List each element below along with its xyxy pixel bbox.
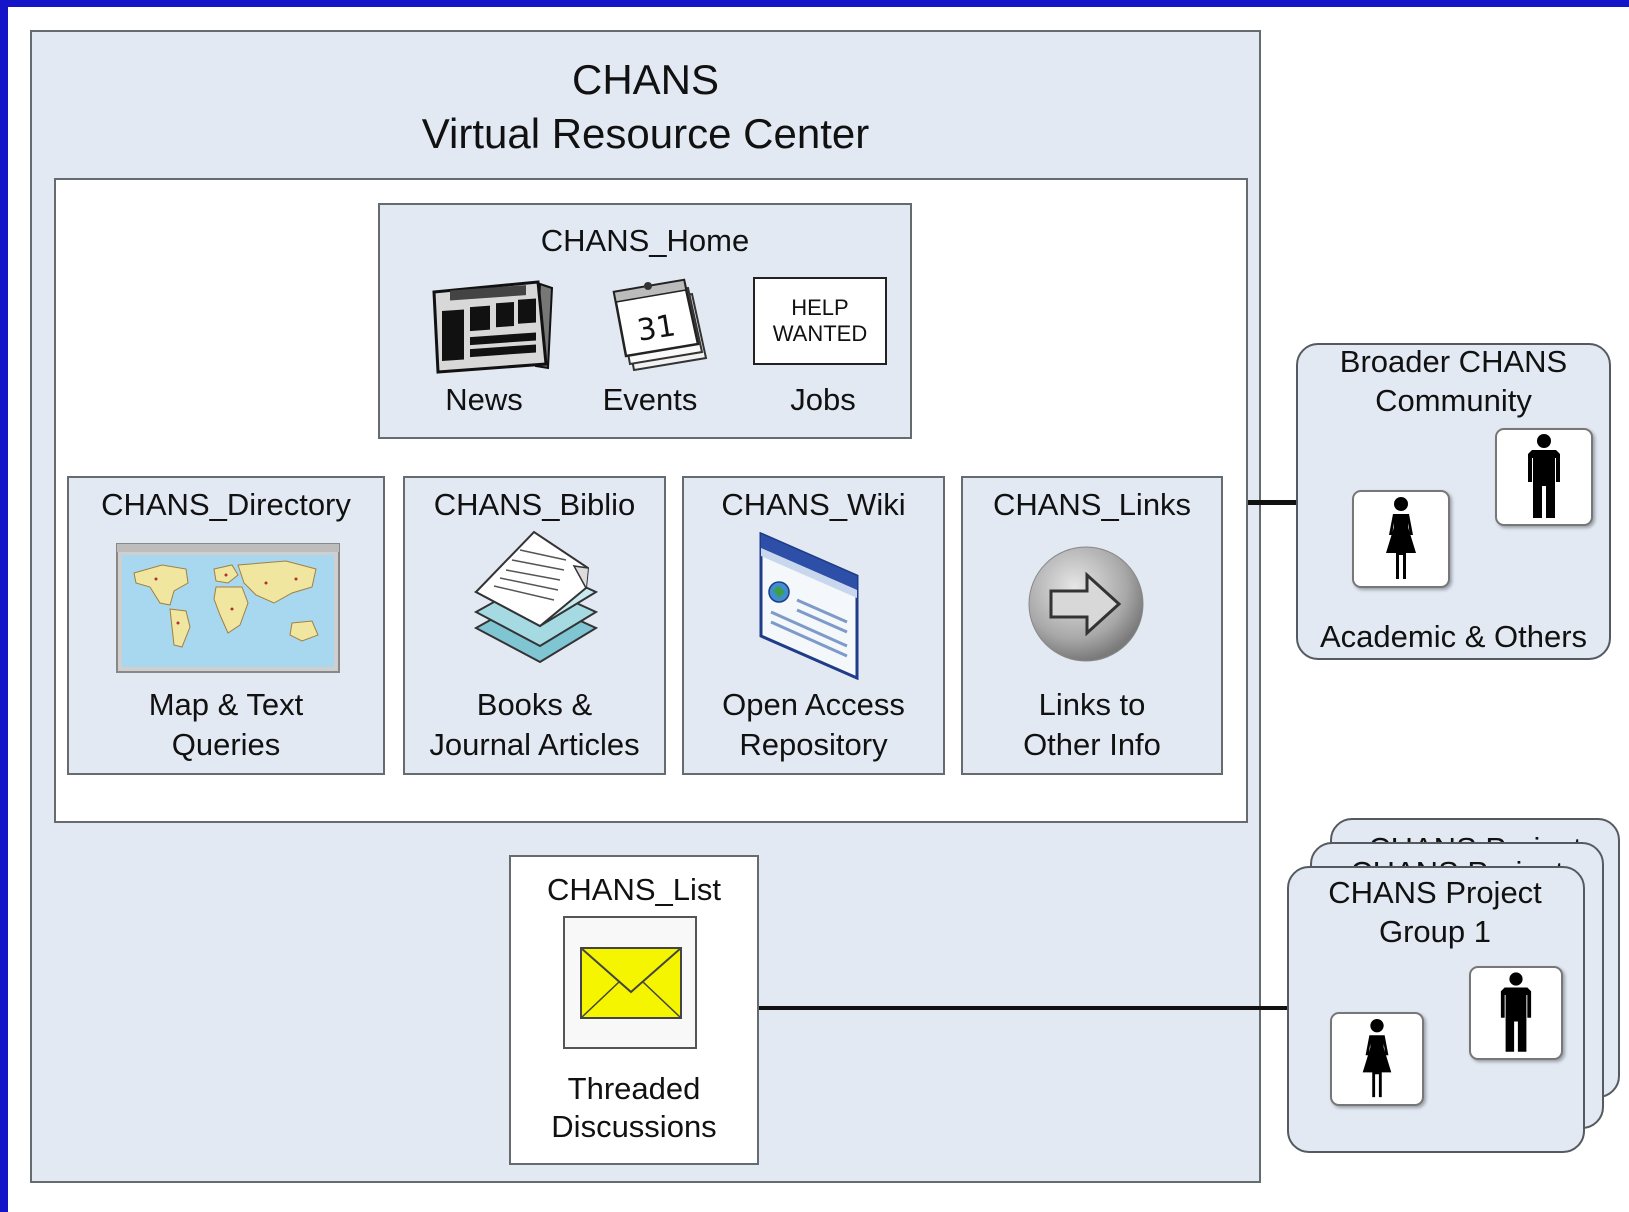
chans-biblio-desc-line1: Books & (476, 687, 593, 722)
chans-biblio-desc-line2: Journal Articles (429, 727, 640, 762)
help-wanted-sign-icon: HELP WANTED (753, 277, 887, 365)
calendar-icon: 31 (612, 278, 708, 372)
project-group-title-line1: CHANS Project (1328, 875, 1542, 910)
newspaper-icon (432, 280, 554, 374)
chans-list-desc-line1: Threaded (567, 1071, 701, 1106)
broader-community-title-line2: Community (1375, 383, 1532, 418)
chans-links-title: CHANS_Links (992, 487, 1192, 522)
document-stack-icon (473, 530, 599, 664)
calendar-date: 31 (635, 308, 678, 349)
envelope-icon-frame (563, 916, 697, 1049)
chans-directory-desc-line1: Map & Text (148, 687, 304, 722)
web-page-icon (759, 532, 859, 680)
help-sign-line1: HELP (791, 295, 849, 320)
chans-wiki-title: CHANS_Wiki (721, 487, 906, 522)
female-person-icon (1352, 490, 1450, 588)
chans-list-title: CHANS_List (547, 872, 721, 907)
window-frame-left (0, 0, 8, 1212)
chans-wiki-box (682, 476, 945, 775)
chans-wiki-desc-line1: Open Access (722, 687, 905, 722)
chans-wiki-desc-line2: Repository (739, 727, 888, 762)
male-person-icon (1469, 966, 1563, 1060)
world-map-icon (116, 543, 340, 673)
chans-directory-title: CHANS_Directory (101, 487, 351, 522)
chans-links-desc-line2: Other Info (1023, 727, 1161, 762)
chans-biblio-title: CHANS_Biblio (433, 487, 636, 522)
jobs-label: Jobs (790, 382, 856, 417)
chans-directory-desc-line2: Queries (171, 727, 281, 762)
chans-home-title: CHANS_Home (540, 223, 750, 258)
events-label: Events (602, 382, 698, 417)
chans-links-desc-line1: Links to (1038, 687, 1146, 722)
connector-list-project (759, 1006, 1287, 1010)
male-person-icon (1495, 428, 1593, 526)
broader-community-title-line1: Broader CHANS (1339, 344, 1568, 379)
arrow-circle-icon (1028, 546, 1144, 662)
project-group-title-line2: Group 1 (1378, 914, 1491, 949)
diagram-title-line1: CHANS (571, 56, 720, 103)
female-person-icon (1330, 1012, 1424, 1106)
connector-portal-community (1248, 500, 1298, 505)
news-label: News (445, 382, 523, 417)
window-frame-top (0, 0, 1629, 7)
envelope-icon (580, 947, 682, 1019)
help-sign-line2: WANTED (772, 321, 868, 346)
diagram-title-line2: Virtual Resource Center (421, 110, 870, 157)
chans-list-desc-line2: Discussions (551, 1109, 717, 1144)
broader-community-footer: Academic & Others (1319, 619, 1588, 654)
